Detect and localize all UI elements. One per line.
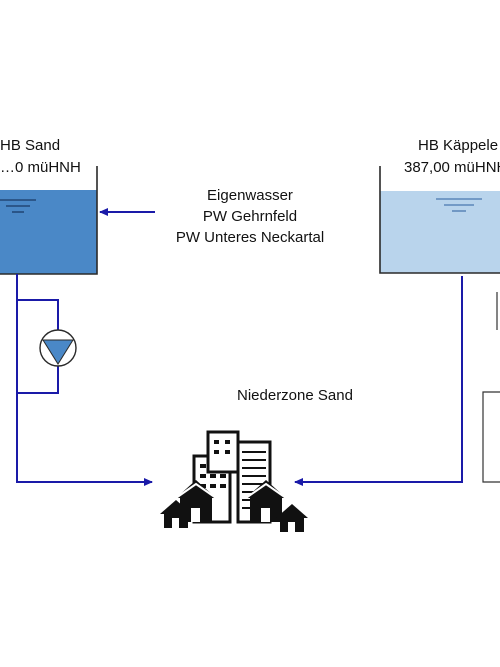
zone-name: Niederzone Sand bbox=[237, 387, 353, 404]
tank-left-walls bbox=[0, 166, 98, 275]
tank-left-water bbox=[0, 190, 97, 274]
tank-left-elevation: …0 müHNH bbox=[0, 159, 81, 176]
source-line-1: Eigenwasser bbox=[207, 187, 293, 204]
tank-right bbox=[379, 166, 500, 274]
tank-right-walls bbox=[379, 166, 500, 274]
tank-left-name: HB Sand bbox=[0, 137, 61, 154]
cropped-box-right bbox=[482, 391, 500, 483]
pump-bypass-pipe bbox=[17, 299, 59, 394]
tank-right-elevation: 387,00 müHNH bbox=[404, 159, 500, 176]
tank-right-name: HB Käppele bbox=[418, 137, 499, 154]
water-level-icon bbox=[436, 198, 482, 212]
source-line-2: PW Gehrnfeld bbox=[202, 208, 298, 225]
supply-pipe-right bbox=[294, 276, 463, 486]
water-level-icon bbox=[0, 199, 36, 213]
tank-left bbox=[0, 166, 98, 275]
pump-icon bbox=[39, 329, 77, 367]
supply-pipe-left bbox=[16, 274, 153, 486]
source-line-3: PW Unteres Neckartal bbox=[175, 229, 325, 246]
city-buildings-icon bbox=[160, 430, 308, 532]
tank-right-water bbox=[380, 191, 500, 273]
